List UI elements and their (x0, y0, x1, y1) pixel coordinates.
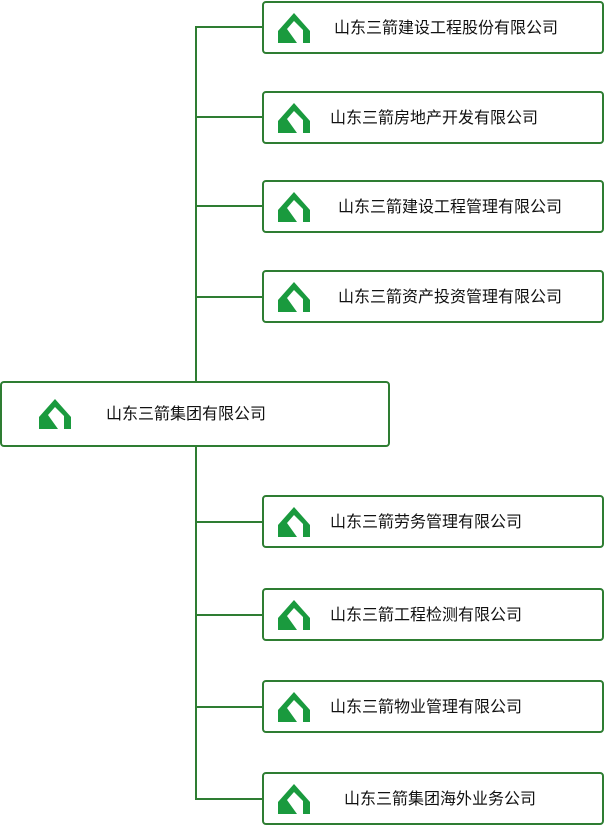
child-company-node[interactable]: 山东三箭劳务管理有限公司 (262, 495, 604, 548)
trunk-line-lower (195, 445, 197, 799)
child-company-node[interactable]: 山东三箭建设工程管理有限公司 (262, 180, 604, 233)
child-company-name: 山东三箭工程检测有限公司 (330, 605, 523, 624)
branch-line (195, 26, 263, 28)
branch-line (195, 521, 263, 523)
child-company-node[interactable]: 山东三箭房地产开发有限公司 (262, 91, 604, 144)
child-company-node[interactable]: 山东三箭工程检测有限公司 (262, 588, 604, 641)
sanjian-logo-icon (277, 505, 311, 543)
child-company-name: 山东三箭建设工程管理有限公司 (338, 197, 563, 216)
branch-line (195, 116, 263, 118)
branch-line (195, 614, 263, 616)
branch-line (195, 798, 263, 800)
sanjian-logo-icon (38, 397, 72, 435)
child-company-node[interactable]: 山东三箭物业管理有限公司 (262, 680, 604, 733)
sanjian-logo-icon (277, 101, 311, 139)
child-company-node[interactable]: 山东三箭建设工程股份有限公司 (262, 1, 604, 54)
sanjian-logo-icon (277, 280, 311, 318)
branch-line (195, 296, 263, 298)
child-company-node[interactable]: 山东三箭集团海外业务公司 (262, 772, 604, 825)
sanjian-logo-icon (277, 782, 311, 820)
child-company-name: 山东三箭建设工程股份有限公司 (334, 18, 559, 37)
child-company-name: 山东三箭资产投资管理有限公司 (338, 287, 563, 306)
sanjian-logo-icon (277, 11, 311, 49)
sanjian-logo-icon (277, 598, 311, 636)
trunk-line-upper (195, 26, 197, 383)
child-company-name: 山东三箭房地产开发有限公司 (330, 108, 539, 127)
child-company-node[interactable]: 山东三箭资产投资管理有限公司 (262, 270, 604, 323)
sanjian-logo-icon (277, 190, 311, 228)
branch-line (195, 706, 263, 708)
child-company-name: 山东三箭物业管理有限公司 (330, 697, 523, 716)
child-company-name: 山东三箭集团海外业务公司 (344, 789, 537, 808)
sanjian-logo-icon (277, 690, 311, 728)
parent-company-node[interactable]: 山东三箭集团有限公司 (0, 381, 390, 447)
child-company-name: 山东三箭劳务管理有限公司 (330, 512, 523, 531)
parent-company-name: 山东三箭集团有限公司 (106, 404, 267, 423)
branch-line (195, 205, 263, 207)
